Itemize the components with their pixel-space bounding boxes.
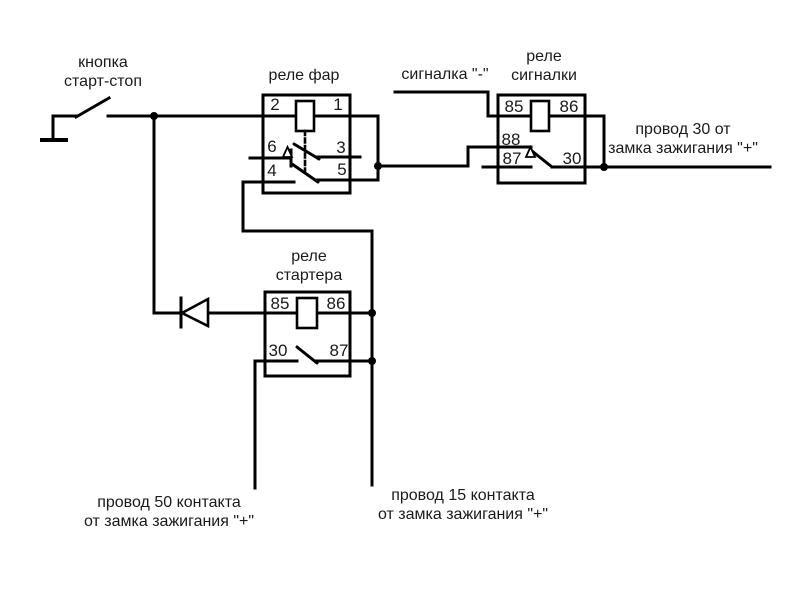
relay-signalki-title: реле сигналки xyxy=(511,47,577,85)
junction-dot xyxy=(150,112,158,120)
junction-dot xyxy=(374,162,382,170)
signalki-pin-85: 85 xyxy=(504,97,524,116)
far-pin-5: 5 xyxy=(337,160,347,179)
wire50-label-line2: от замка зажигания "+" xyxy=(83,513,255,530)
signalki-coil xyxy=(529,99,551,133)
button-ground-wire xyxy=(51,114,79,142)
relay-startera-box xyxy=(263,290,352,378)
startera-pin-30: 30 xyxy=(268,341,288,360)
wire-button-branch-to-diode xyxy=(152,114,182,315)
wire30-label: провод 30 от замка зажигания "+" xyxy=(608,120,758,158)
relay-signalki-title-line2: сигналки xyxy=(511,67,577,84)
far-pin-3: 3 xyxy=(336,138,346,157)
relay-far-box xyxy=(261,93,352,195)
wire30-label-line2: замка зажигания "+" xyxy=(608,140,758,157)
far-pin-1: 1 xyxy=(333,95,343,114)
button-label-line1: кнопка xyxy=(78,54,128,71)
relay-signalki-title-line1: реле xyxy=(526,48,562,65)
far-pin-4: 4 xyxy=(267,161,277,180)
startera-pin-87: 87 xyxy=(329,341,349,360)
startera-pin-86: 86 xyxy=(326,294,346,313)
button-switch-blade xyxy=(73,95,112,120)
relay-startera-title-line1: реле xyxy=(291,248,327,265)
signalka-wire-label: сигналка "-" xyxy=(401,66,489,83)
button-label: кнопка старт-стоп xyxy=(64,53,142,91)
wire-signalka xyxy=(393,90,533,118)
signalki-pin-86: 86 xyxy=(559,97,579,116)
wire15-label-line1: провод 15 контакта xyxy=(391,487,535,504)
relay-far-title: реле фар xyxy=(268,67,340,84)
signalki-pivot-triangle xyxy=(524,144,537,158)
wire50-label: провод 50 контакта от замка зажигания "+… xyxy=(84,493,254,531)
starter-blade xyxy=(295,345,319,365)
diode-icon xyxy=(179,296,210,329)
wire-far-pin4-to-wire15 xyxy=(241,180,374,487)
far-pivot-triangle xyxy=(281,144,294,158)
wire-signalki-coil-to-30 xyxy=(547,114,606,169)
far-pin-2: 2 xyxy=(270,95,280,114)
far-pin-6: 6 xyxy=(267,137,277,156)
relay-startera-title: реле стартера xyxy=(276,247,342,285)
wire30-label-line1: провод 30 от xyxy=(635,121,731,138)
signalki-pin-88: 88 xyxy=(501,130,521,149)
signalki-blade xyxy=(530,149,554,169)
far-coil xyxy=(294,99,316,133)
signalki-pin-87: 87 xyxy=(502,149,522,168)
junction-dot xyxy=(368,309,376,317)
startera-pin-85: 85 xyxy=(270,294,290,313)
wire15-label-line2: от замка зажигания "+" xyxy=(377,506,549,523)
wire50-label-line1: провод 50 контакта xyxy=(97,494,241,511)
button-label-line2: старт-стоп xyxy=(64,73,142,90)
relay-signalki-box xyxy=(496,93,587,185)
junction-dot xyxy=(368,357,376,365)
far-blade-upper xyxy=(292,142,321,161)
wire-far-to-signalki xyxy=(376,145,533,168)
signalki-pin-30: 30 xyxy=(562,149,582,168)
wire-starter-pin30-to-wire50 xyxy=(253,359,299,490)
startera-coil xyxy=(295,296,319,330)
junction-dot xyxy=(600,163,608,171)
relay-startera-title-line2: стартера xyxy=(275,267,343,284)
wire-far-coil-to-pin5 xyxy=(312,114,380,182)
wire15-label: провод 15 контакта от замка зажигания "+… xyxy=(378,486,548,524)
